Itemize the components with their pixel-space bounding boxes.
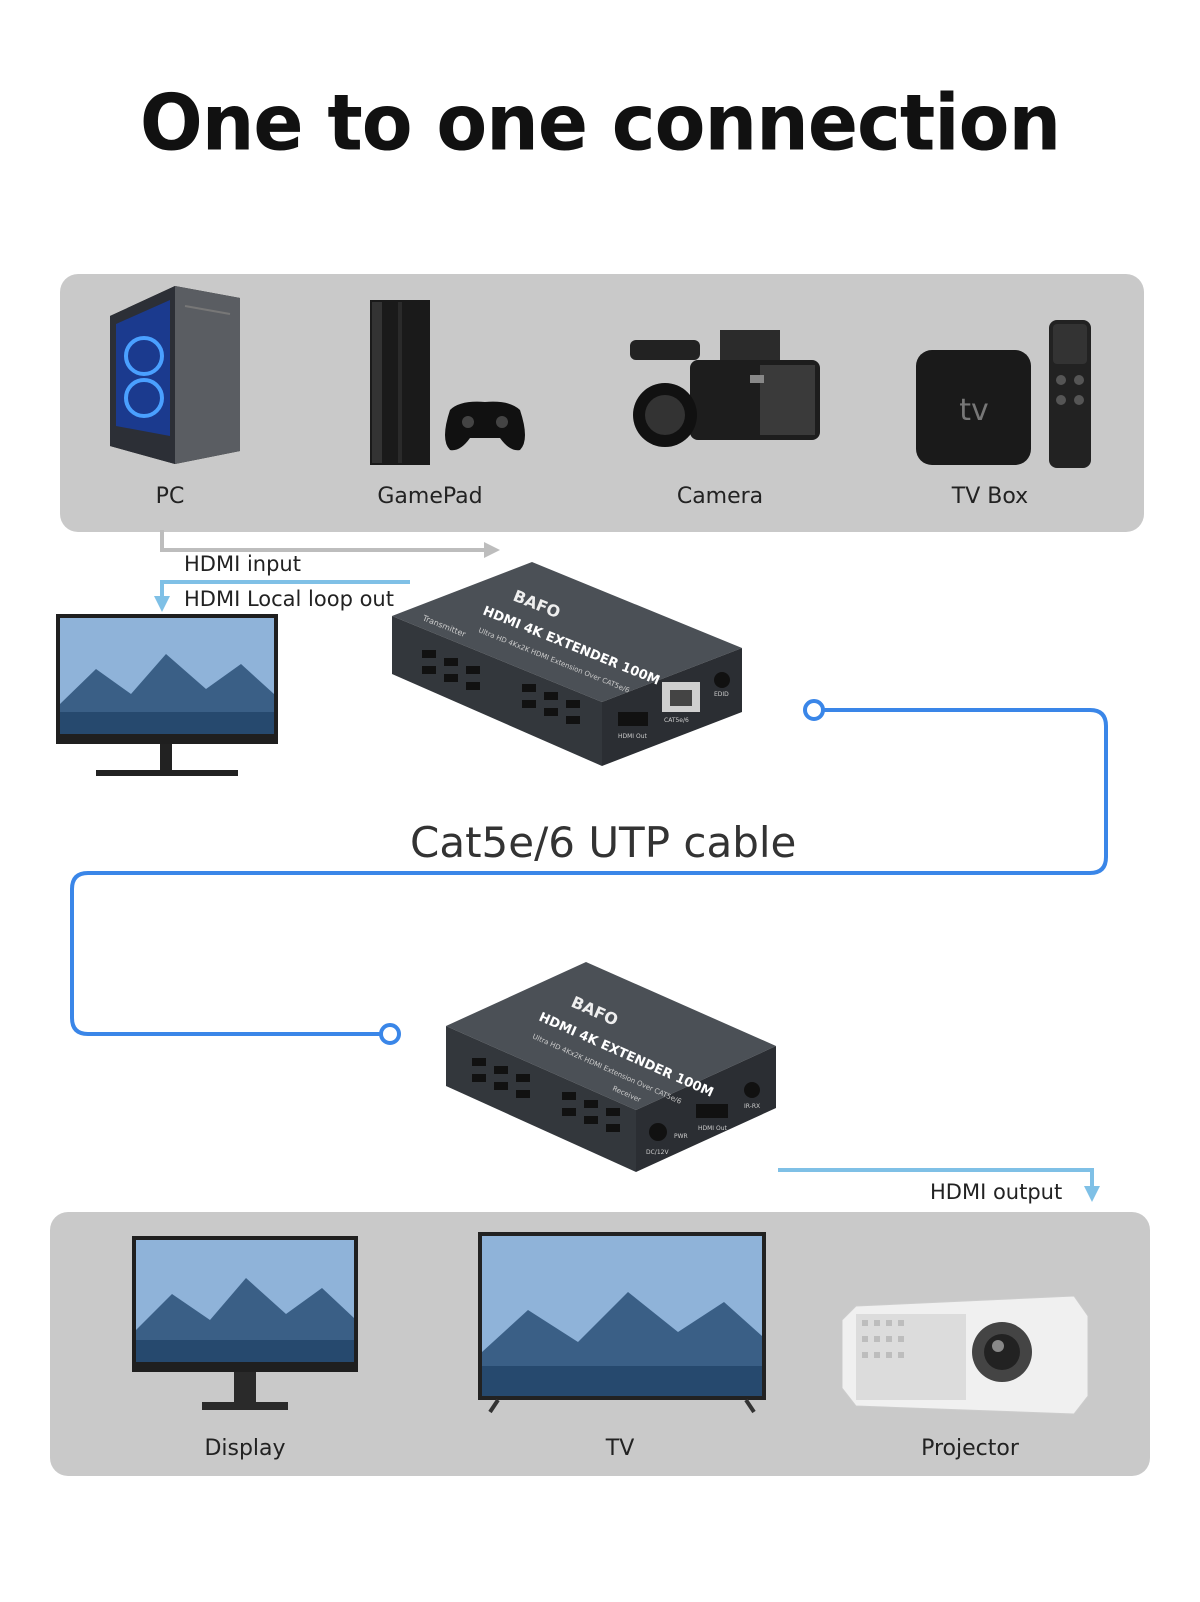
transmitter-device: BAFO HDMI 4K EXTENDER 100M Ultra HD 4Kx2… — [392, 562, 742, 766]
transmitter-port-cat: CAT5e/6 — [664, 717, 689, 724]
projector-icon — [842, 1296, 1089, 1415]
source-label-tvbox: TV Box — [951, 484, 1029, 509]
game-console-icon — [370, 300, 525, 465]
display-monitor-icon — [132, 1236, 358, 1410]
page-title: One to one connection — [139, 77, 1061, 169]
receiver-device: BAFO HDMI 4K EXTENDER 100M Ultra HD 4Kx2… — [446, 962, 776, 1172]
receiver-port-ir: IR-RX — [744, 1103, 760, 1110]
hdmi-output-arrow — [778, 1168, 1100, 1202]
hdmi-input-arrows — [154, 530, 500, 612]
cable-label: Cat5e/6 UTP cable — [410, 818, 797, 867]
receiver-port-pwr: PWR — [674, 1133, 688, 1140]
output-label-tv: TV — [605, 1436, 635, 1461]
hdmi-output-label: HDMI output — [930, 1180, 1063, 1204]
television-icon — [478, 1232, 766, 1414]
source-label-camera: Camera — [676, 484, 764, 509]
output-label-projector: Projector — [921, 1436, 1019, 1461]
receiver-port-hdmi: HDMI Out — [698, 1125, 728, 1132]
video-camera-icon — [630, 330, 820, 447]
output-label-display: Display — [204, 1436, 286, 1461]
transmitter-port-hdmi: HDMI Out — [618, 733, 648, 740]
loop-out-label: HDMI Local loop out — [184, 587, 394, 611]
loop-out-monitor-icon — [56, 614, 278, 776]
source-label-gamepad: GamePad — [377, 484, 483, 509]
pc-tower-icon — [110, 286, 240, 464]
transmitter-port-edid: EDID — [714, 691, 729, 698]
hdmi-input-label: HDMI input — [184, 552, 301, 576]
receiver-port-dc: DC/12V — [646, 1149, 669, 1156]
tv-box-icon: tv — [916, 320, 1091, 468]
source-label-pc: PC — [155, 484, 185, 509]
tv-box-logo: tv — [959, 393, 989, 428]
